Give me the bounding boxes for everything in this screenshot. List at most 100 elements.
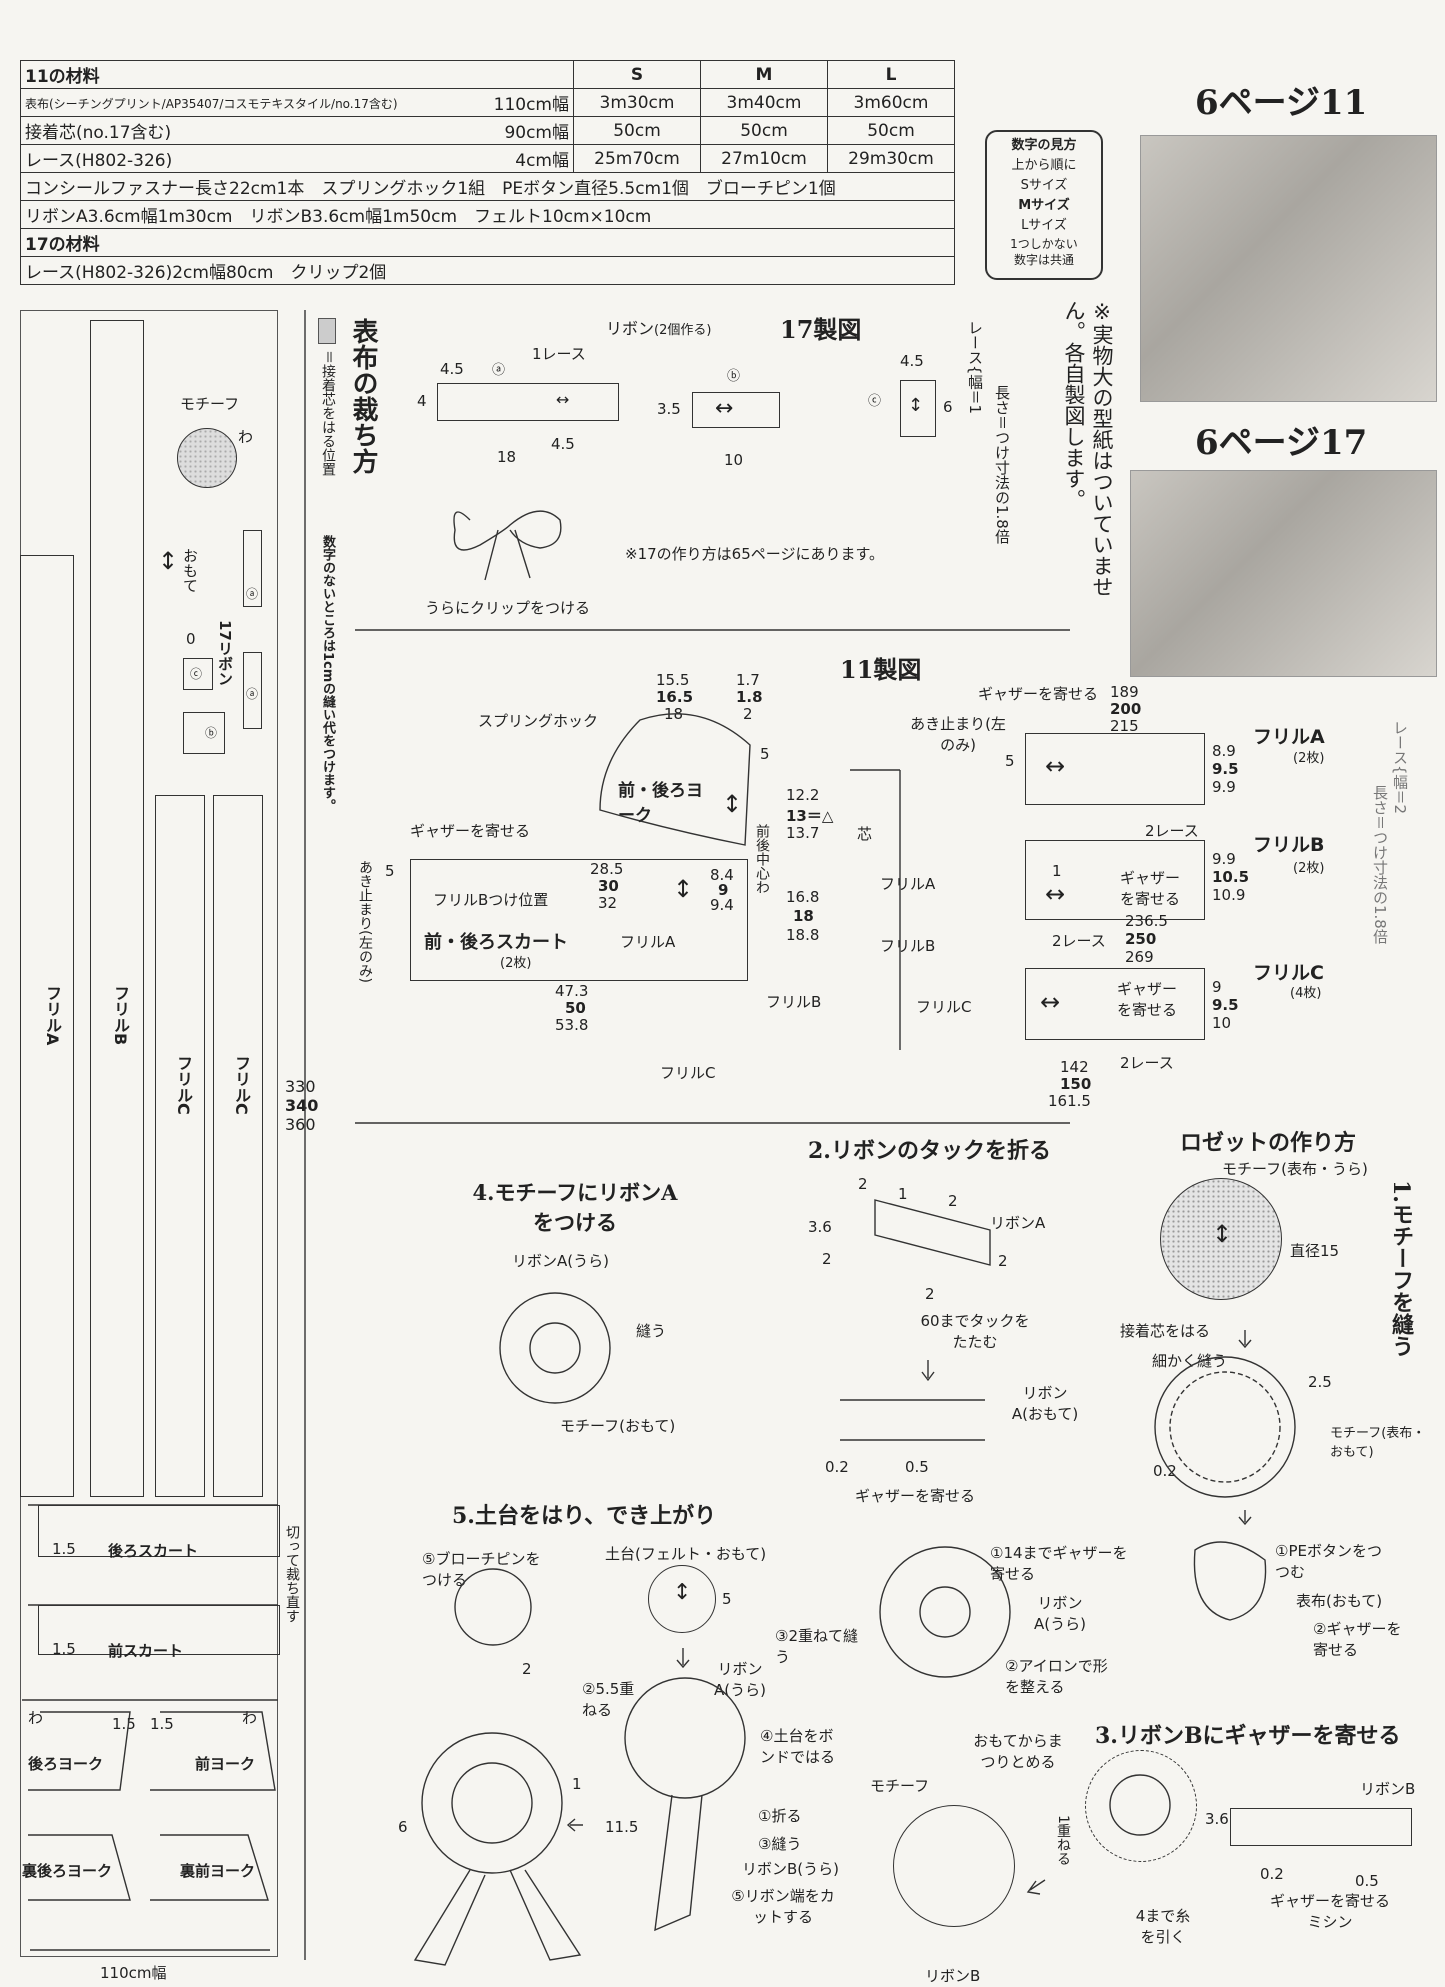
- step-label: 細かく縫う: [1152, 1352, 1228, 1370]
- dim-label: 3.5: [657, 400, 681, 418]
- bow-tails: [484, 529, 531, 581]
- fold-mark: わ: [28, 1709, 44, 1727]
- dim-label: 1: [572, 1775, 582, 1793]
- diagram17-title: 17製図: [780, 315, 862, 344]
- dim-label: 2: [522, 1660, 532, 1678]
- dim-label: 0.2: [825, 1458, 849, 1476]
- tucked-ribbon: [874, 1199, 991, 1266]
- skirt-label: 前・後ろスカート: [424, 932, 568, 953]
- photo-title-11: 6ページ11: [1195, 83, 1368, 123]
- lace-note-word: レース: [966, 320, 984, 365]
- cell-s: 25m70cm: [573, 144, 701, 173]
- dim-label: 9.9: [1212, 850, 1236, 868]
- dim-label: 5: [760, 745, 770, 763]
- dim-label: 8.4: [710, 866, 734, 884]
- frill-b-count: (2枚): [1293, 861, 1325, 876]
- ribbon-c-rect: [900, 380, 936, 437]
- table-row: レース(H802-326) 4cm幅 25m70cm 27m10cm 29m30…: [19, 144, 955, 173]
- frill-c-rect: [1025, 968, 1205, 1040]
- motif-dotted-circle: [1160, 1178, 1282, 1300]
- cell-m: 50cm: [700, 116, 828, 145]
- height-m: 340: [285, 1096, 319, 1115]
- step-label: リボンA: [990, 1214, 1046, 1232]
- ribbon-piece-b: [183, 712, 225, 754]
- finished-rosette: [421, 1732, 563, 1874]
- dim-label: 18: [793, 907, 814, 925]
- dim-label: 9: [718, 881, 729, 899]
- lace-note-width: 幅＝1: [966, 374, 984, 415]
- spring-hook-label: スプリングホック: [478, 712, 599, 730]
- step-label: ②5.5重ねる: [582, 1680, 635, 1719]
- dim-label: 30: [598, 877, 619, 895]
- size-l-header: L: [827, 60, 955, 89]
- diagram11-title: 11製図: [840, 655, 922, 684]
- materials-table: 11の材料 S M L 表布(シーチングプリント/AP35407/コスモテキスタ…: [19, 60, 955, 285]
- dim-label: 2.5: [1308, 1373, 1332, 1391]
- skirt-rect: [410, 859, 748, 981]
- dim-label: 4.5: [440, 360, 464, 378]
- legend-line: 上から順に: [1011, 158, 1077, 173]
- dim-label: 9.5: [1212, 996, 1239, 1014]
- lace-note-17-length: 長さ＝つけ寸法の1.8倍: [993, 385, 1011, 544]
- step5-title: 5.土台をはり、でき上がり: [452, 1503, 717, 1529]
- dim-label: 1: [898, 1185, 908, 1203]
- dim-label: 11.5: [605, 1818, 639, 1836]
- gather-label: ギャザーを寄せる: [1116, 980, 1177, 1019]
- dim-label: 28.5: [590, 860, 624, 878]
- piece-c-mark: ⓒ: [868, 394, 882, 409]
- interfacing-legend: ＝接着芯をはる位置: [320, 350, 336, 476]
- step-label: 4まで糸を引く: [1135, 1907, 1191, 1946]
- ribbon-b-motif-circle: [893, 1805, 1015, 1927]
- step-label: ③2重ねて縫う: [775, 1627, 858, 1666]
- dim-label: 4.5: [551, 435, 575, 453]
- dim-label: 12.2: [786, 786, 820, 804]
- clip-note: うらにクリップをつける: [425, 599, 591, 617]
- arrow-icon: ↔: [556, 390, 570, 409]
- omote-label: おもて: [181, 548, 199, 593]
- material-width: 110cm幅: [473, 88, 574, 117]
- frill-a-label: フリルA: [43, 985, 62, 1046]
- piece-a-mark: ⓐ: [492, 363, 506, 378]
- cell-m: 27m10cm: [700, 144, 828, 173]
- step-label: ③縫う: [758, 1835, 802, 1853]
- lace-note-11-length: 長さ＝つけ寸法の1.8倍: [1371, 785, 1389, 944]
- dim-label: 16.5: [656, 688, 694, 706]
- materials17-line: レース(H802-326)2cm幅80cm クリップ2個: [20, 256, 955, 285]
- dim-label: 236.5: [1125, 912, 1168, 930]
- dim-label: 8.9: [1212, 742, 1236, 760]
- step-label: ②ギャザーを寄せる: [1313, 1620, 1402, 1659]
- materials17-title: 17の材料: [20, 228, 955, 257]
- dim-label: 161.5: [1048, 1092, 1091, 1110]
- dim-label: 5: [385, 862, 395, 880]
- dim-label: 1.7: [736, 671, 760, 689]
- dim-label: 9.5: [1212, 760, 1239, 778]
- frill-a-count: (2枚): [1293, 751, 1325, 766]
- step-label: 直径15: [1290, 1242, 1340, 1260]
- dim-label: 2: [858, 1175, 868, 1193]
- table-row: 表布(シーチングプリント/AP35407/コスモテキスタイル/no.17含む) …: [19, 88, 955, 117]
- fabric-width-label: 110cm幅: [100, 1964, 167, 1982]
- frill-a-title: フリルA: [1253, 726, 1325, 748]
- step-label: 接着芯をはる: [1120, 1322, 1211, 1340]
- arrow-icon: ↔: [1045, 880, 1066, 908]
- legend-line: Mサイズ: [1018, 198, 1070, 213]
- frill-c-piece1: [155, 795, 205, 1497]
- frill-a-pointer: フリルA: [620, 933, 676, 951]
- dim-label: 18.8: [786, 926, 820, 944]
- step-label: 表布(おもて): [1296, 1592, 1383, 1610]
- dim-label: 9.9: [1212, 778, 1236, 796]
- frill-c-label1: フリルC: [174, 1055, 193, 1115]
- dim-label: 13.7: [786, 824, 820, 842]
- frill-c-count: (4枚): [1290, 986, 1322, 1001]
- rosette-title: ロゼットの作り方: [1180, 1130, 1357, 1156]
- dim-label: 269: [1125, 948, 1154, 966]
- skirt-photo: [1140, 135, 1437, 402]
- frill-a-piece: [20, 555, 74, 1497]
- dim-label: 0.5: [905, 1458, 929, 1476]
- lace-label: 2レース: [1145, 822, 1199, 840]
- dim-label: 142: [1060, 1058, 1089, 1076]
- dim-label: 10: [1212, 1014, 1232, 1032]
- material-width: 4cm幅: [473, 144, 574, 173]
- dim-label: 5: [1005, 752, 1015, 770]
- dim-label: 250: [1125, 930, 1157, 948]
